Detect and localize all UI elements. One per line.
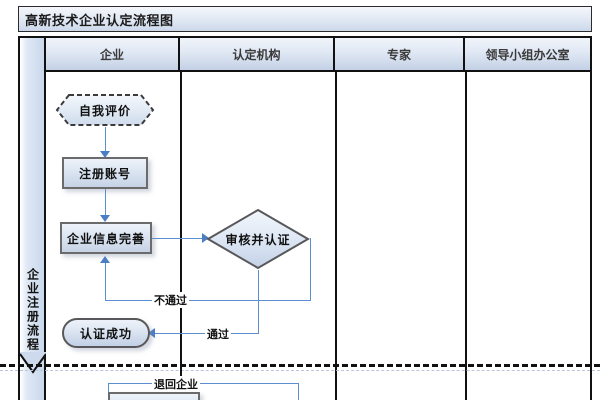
swimlane-chevron-icon <box>19 352 47 374</box>
arrow-down-to-complete-info <box>100 215 110 222</box>
phase-separator-shadow <box>0 370 600 371</box>
edge-label-passed: 通过 <box>205 326 231 342</box>
column-header-certifying-body: 认定机构 <box>180 38 335 72</box>
document-title-bar: 高新技术企业认定流程图 <box>18 6 592 32</box>
arrow-left-to-success <box>148 328 155 338</box>
edge-not-passed-vertical-right <box>310 238 311 300</box>
page-title: 高新技术企业认定流程图 <box>25 14 174 29</box>
edge-label-return-to-enterprise: 退回企业 <box>152 376 200 392</box>
edge-passed-vertical <box>258 270 259 333</box>
edge-not-passed-vertical-left <box>105 262 106 301</box>
edge-complete-info-to-review <box>152 238 206 239</box>
node-review-and-certify: 审核并认证 <box>206 208 310 270</box>
column-header-enterprise: 企业 <box>46 38 180 72</box>
node-certification-success: 认证成功 <box>62 318 150 348</box>
arrow-down-to-register <box>100 151 110 158</box>
edge-label-not-passed: 不通过 <box>152 292 189 308</box>
edge-self-assessment-to-register <box>105 127 106 155</box>
hexagon-dashed-icon <box>55 94 155 126</box>
arrow-right-to-review <box>202 233 209 243</box>
column-divider-3 <box>465 72 467 400</box>
column-divider-1 <box>180 72 182 400</box>
column-header-experts: 专家 <box>335 38 465 72</box>
node-bottom-partial <box>108 392 200 400</box>
arrow-up-to-complete-info <box>100 256 110 263</box>
edge-return-to-enterprise-horizontal <box>108 383 298 384</box>
node-self-assessment: 自我评价 <box>55 93 155 127</box>
node-register-account: 注册账号 <box>62 157 148 189</box>
swimlane-header-row: 企业 认定机构 专家 领导小组办公室 <box>46 38 590 72</box>
phase-separator <box>0 364 600 367</box>
swimlane-label-registration: 企业注册流程 <box>20 250 46 370</box>
swimlane-label-text: 企业注册流程 <box>25 268 40 352</box>
edge-return-left-drop <box>108 383 109 400</box>
column-header-leading-group-office: 领导小组办公室 <box>465 38 590 72</box>
node-self-assessment-label: 自我评价 <box>78 103 131 118</box>
node-complete-enterprise-info: 企业信息完善 <box>60 222 152 254</box>
edge-register-to-complete-info <box>105 189 106 219</box>
edge-return-right-drop <box>298 383 299 400</box>
column-divider-2 <box>335 72 337 400</box>
swimlane-band-left <box>20 38 46 400</box>
edge-not-passed-horizontal <box>105 300 311 301</box>
diamond-icon <box>206 208 310 270</box>
node-review-and-certify-label: 审核并认证 <box>225 232 291 247</box>
